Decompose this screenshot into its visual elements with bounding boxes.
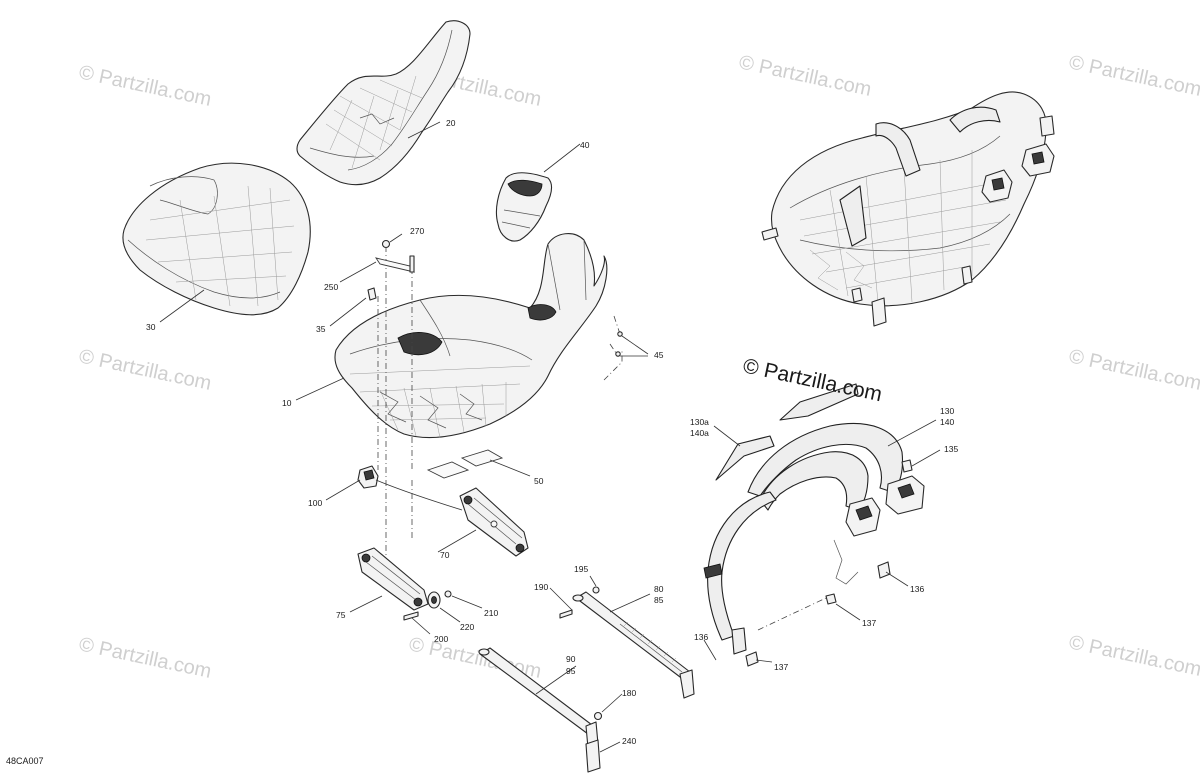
watermark: © Partzilla.com	[1067, 631, 1200, 681]
callout-40: 40	[580, 140, 590, 150]
callout-190: 190	[534, 582, 548, 592]
watermark: © Partzilla.com	[1067, 345, 1200, 395]
callout-140: 140	[940, 417, 954, 427]
callout-50: 50	[534, 476, 544, 486]
callout-270: 270	[410, 226, 424, 236]
callout-75: 75	[336, 610, 346, 620]
callout-20: 20	[446, 118, 456, 128]
callout-180: 180	[622, 688, 636, 698]
callout-80: 80	[654, 584, 664, 594]
callout-136-lower: 136	[694, 632, 708, 642]
callout-250: 250	[324, 282, 338, 292]
callout-220: 220	[460, 622, 474, 632]
part-latch	[357, 465, 463, 511]
callout-130: 130	[940, 406, 954, 416]
watermark: © Partzilla.com	[1067, 51, 1200, 101]
part-seat-cushion	[122, 162, 311, 316]
callout-90: 90	[566, 654, 576, 664]
part-hardware-top	[367, 239, 623, 357]
watermark: © Partzilla.com	[77, 633, 213, 683]
callout-100: 100	[308, 498, 322, 508]
callout-210: 210	[484, 608, 498, 618]
callout-240: 240	[622, 736, 636, 746]
callout-45: 45	[654, 350, 664, 360]
part-slide-bar-lower	[478, 647, 603, 773]
part-slide-bar-upper	[559, 586, 695, 699]
part-slider-rail-lower	[357, 547, 429, 611]
callout-130a: 130a	[690, 417, 709, 427]
part-assembled-seat-view	[761, 91, 1055, 327]
callout-137-lower: 137	[774, 662, 788, 672]
part-seat-belt-assembly	[703, 383, 925, 667]
part-slider-rail-upper	[459, 487, 529, 557]
callout-35: 35	[316, 324, 326, 334]
part-upper-bracket	[495, 172, 553, 242]
diagram-reference-code: 48CA007	[6, 756, 44, 766]
callout-200: 200	[434, 634, 448, 644]
leader-lines	[159, 121, 941, 753]
part-hardware-set	[403, 590, 452, 621]
callout-195: 195	[574, 564, 588, 574]
callout-85: 85	[654, 595, 664, 605]
callout-136-upper: 136	[910, 584, 924, 594]
callout-30: 30	[146, 322, 156, 332]
callout-labels: 20 30 40 270 250 35 45 10 50 100 70 75 2…	[146, 118, 958, 746]
callout-70: 70	[440, 550, 450, 560]
callout-10: 10	[282, 398, 292, 408]
watermark: © Partzilla.com	[77, 345, 213, 395]
part-seat-shell	[334, 233, 621, 439]
part-labels	[426, 449, 504, 479]
part-seat-back-cushion	[296, 20, 471, 186]
callout-95: 95	[566, 666, 576, 676]
callout-137-upper: 137	[862, 618, 876, 628]
assembly-lines	[377, 246, 623, 556]
watermark: © Partzilla.com	[737, 51, 873, 101]
callout-135: 135	[944, 444, 958, 454]
watermark: © Partzilla.com	[77, 61, 213, 111]
callout-140a: 140a	[690, 428, 709, 438]
